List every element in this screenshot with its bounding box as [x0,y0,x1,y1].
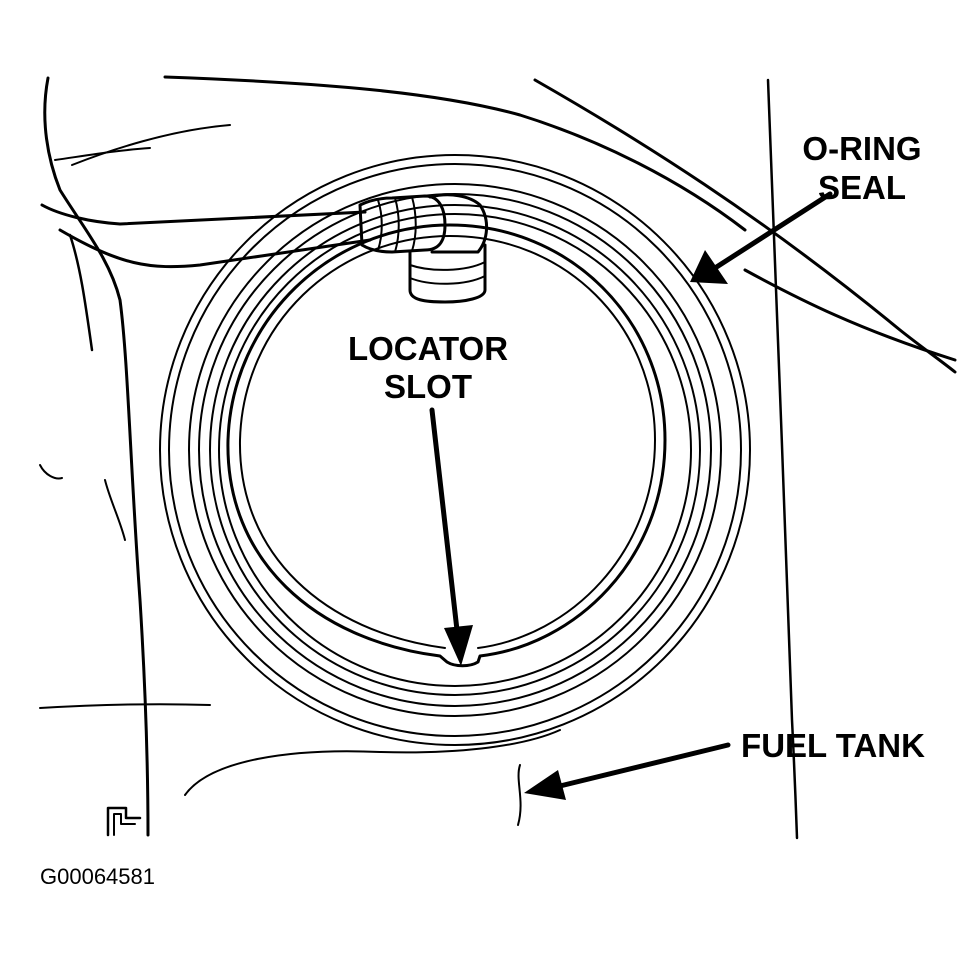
fuel-line-hose [40,193,488,304]
locator-slot-label-line2: SLOT [384,368,472,405]
tank-opening [226,223,667,668]
figure-id: G00064581 [40,864,155,889]
manufacturer-logo-icon [106,806,142,837]
locator-slot-arrow [429,407,473,666]
locator-slot-label-line1: LOCATOR [348,330,508,367]
o-ring-seal-label-line1: O-RING [802,130,921,167]
o-ring-seal-arrow [690,191,833,284]
fuel-tank-arrow [524,742,731,800]
o-ring-seal-label-line2: SEAL [818,169,906,206]
fuel-tank-body [39,75,957,840]
fuel-tank-label: FUEL TANK [741,727,925,764]
o-ring-seal-rings [159,154,751,746]
